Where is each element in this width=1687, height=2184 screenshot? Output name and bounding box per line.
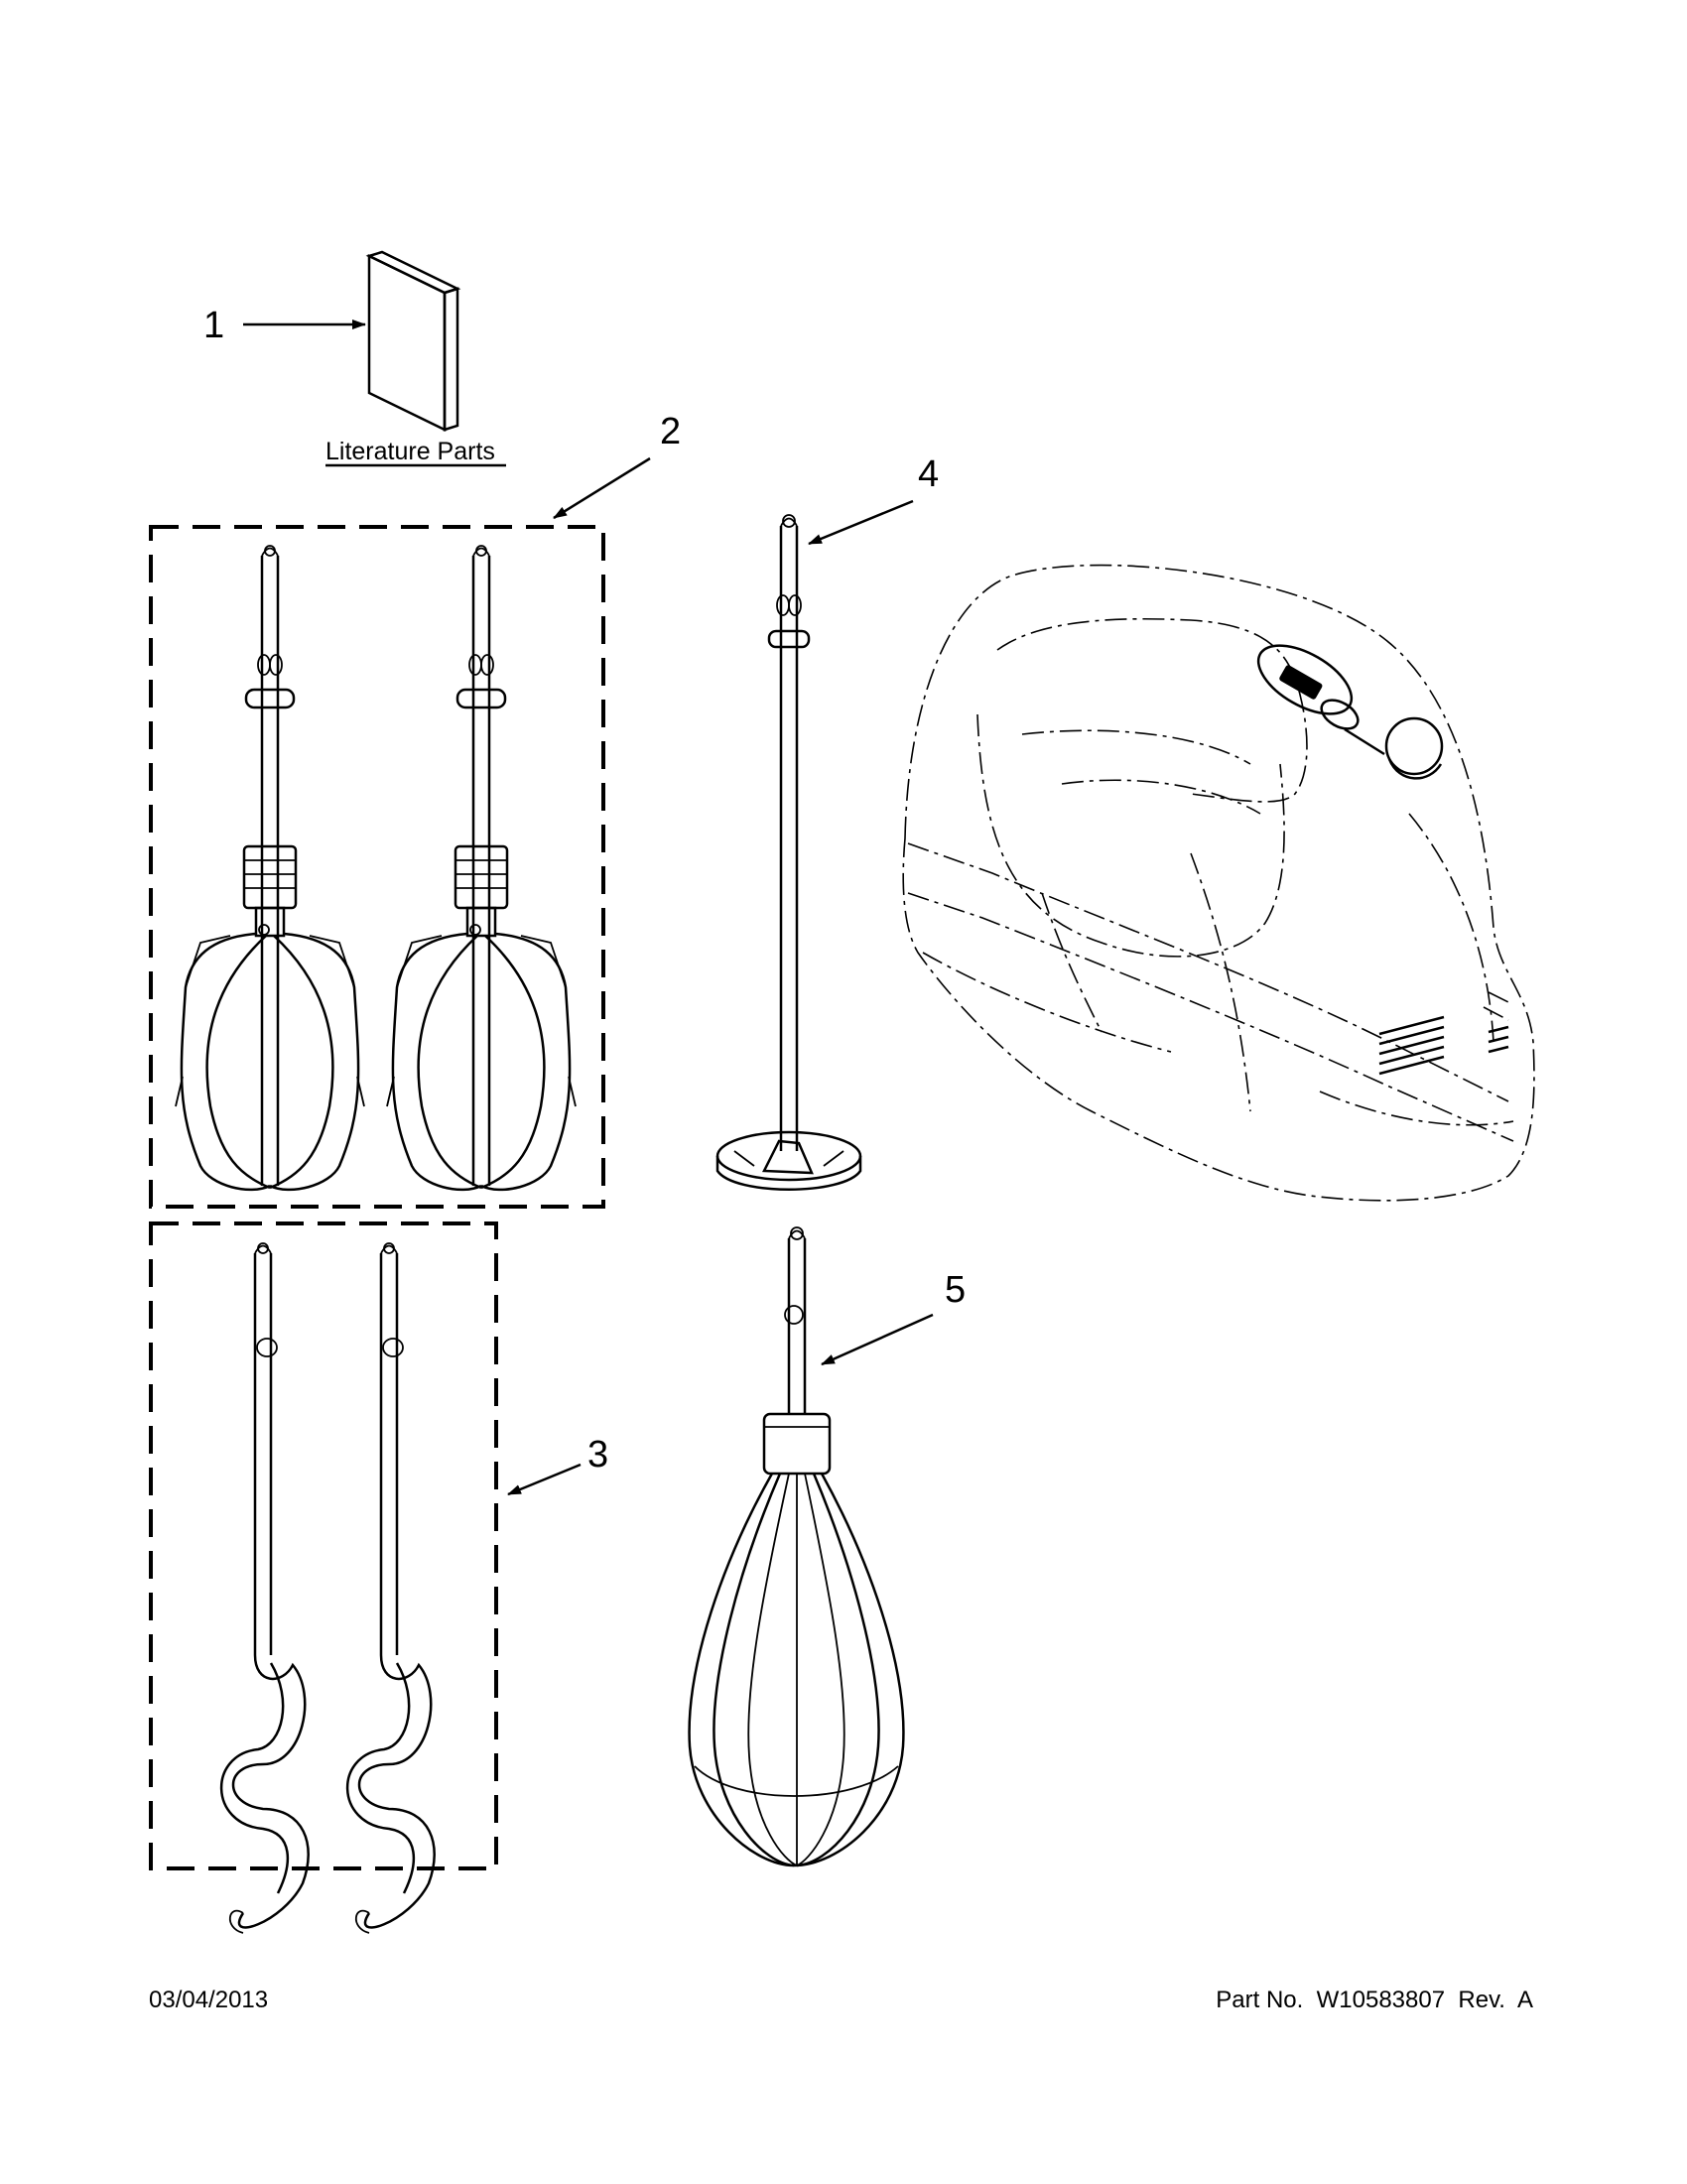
- callout-5-arrow: [821, 1313, 934, 1366]
- beaters-group-box: [149, 525, 605, 1209]
- dough-hook-right: [345, 1241, 436, 1935]
- callout-3-arrow: [507, 1463, 582, 1496]
- dough-hooks-group-box: [149, 1221, 498, 1870]
- callout-2: 2: [660, 411, 681, 452]
- beater-right: [385, 544, 578, 1192]
- literature-booklet: [365, 250, 461, 432]
- footer-part-number: Part No. W10583807 Rev. A: [1216, 1987, 1533, 2013]
- dough-hook-left: [219, 1241, 310, 1935]
- footer-date: 03/04/2013: [149, 1987, 269, 2013]
- callout-3: 3: [587, 1434, 608, 1476]
- callout-4: 4: [918, 453, 939, 495]
- callout-5: 5: [945, 1269, 966, 1311]
- callout-4-arrow: [808, 499, 914, 546]
- callout-1: 1: [203, 305, 224, 346]
- blender-rod: [715, 514, 862, 1191]
- hand-mixer-body-phantom: [902, 564, 1535, 1202]
- literature-parts-label: Literature Parts: [325, 438, 495, 465]
- callout-2-arrow: [553, 456, 651, 520]
- beater-left: [174, 544, 366, 1192]
- whisk: [688, 1226, 905, 1867]
